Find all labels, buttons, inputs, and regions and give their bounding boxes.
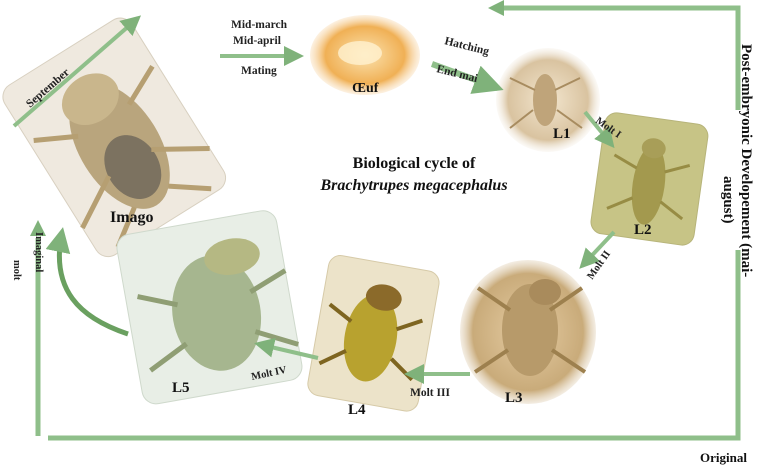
label-l4: L4 [348, 402, 366, 418]
label-imago: Imago [110, 209, 154, 226]
label-hatching: Hatching [443, 35, 490, 58]
label-molt-2: Molt II [585, 249, 613, 282]
original-label: Original [700, 450, 747, 465]
label-mating: Mating [241, 65, 277, 77]
label-imaginal: Imaginal [33, 232, 44, 272]
label-molt-3: Molt III [410, 387, 450, 399]
label-molt: molt [11, 260, 22, 281]
title-line-2: Brachytrupes megacephalus [319, 177, 507, 194]
label-end-mai: End mai [435, 63, 479, 85]
side-label-line-1: Post-embryonic Developement (mai- [738, 44, 754, 277]
side-label-line-2: august) [720, 176, 736, 224]
title-line-1: Biological cycle of [353, 155, 476, 172]
l1-photo [496, 48, 600, 152]
label-l3: L3 [505, 390, 523, 406]
label-mid-april: Mid-april [233, 35, 281, 47]
label-egg: Œuf [352, 81, 379, 96]
label-l5: L5 [172, 380, 190, 396]
l3-photo [460, 260, 596, 404]
label-mid-march: Mid-march [231, 19, 288, 31]
label-l1: L1 [553, 126, 571, 142]
label-l2: L2 [634, 222, 652, 238]
